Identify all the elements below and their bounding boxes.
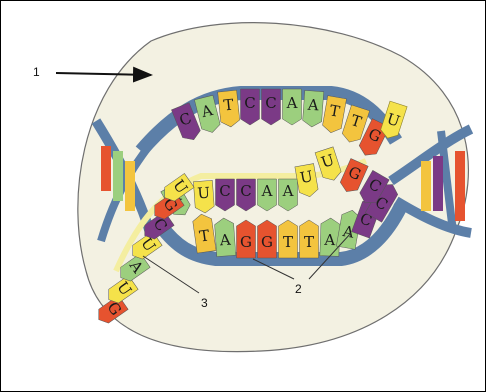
base-letter: A — [218, 231, 231, 250]
base-letter: U — [197, 184, 211, 203]
base-letter: A — [323, 231, 336, 249]
base-letter: T — [223, 96, 235, 115]
base-c: C — [237, 179, 256, 211]
base-a: A — [302, 90, 323, 127]
base-g: G — [258, 220, 277, 258]
base-letter: A — [306, 96, 319, 115]
base-letter: A — [261, 182, 273, 200]
base-letter: A — [282, 182, 294, 200]
base-a: A — [279, 179, 298, 211]
base-letter: G — [240, 233, 252, 251]
base-t: T — [218, 90, 241, 128]
base-a: A — [320, 218, 340, 257]
base-letter: G — [261, 233, 273, 251]
label-3: 3 — [201, 296, 208, 310]
base-c: C — [216, 179, 235, 211]
base-c: C — [262, 89, 281, 125]
base-a: A — [283, 89, 302, 125]
base-t: T — [279, 220, 298, 258]
base-letter: C — [219, 182, 230, 200]
base-g: G — [237, 220, 256, 258]
base-letter: C — [244, 94, 255, 112]
base-a: A — [214, 217, 236, 256]
base-letter: T — [304, 233, 314, 251]
base-letter: A — [286, 94, 298, 112]
base-t: T — [300, 220, 319, 258]
label-1: 1 — [33, 65, 40, 79]
base-a: A — [258, 179, 277, 211]
base-letter: C — [265, 94, 276, 112]
base-letter: C — [240, 182, 251, 200]
base-letter: T — [283, 233, 293, 251]
base-u: U — [193, 180, 214, 213]
label-2: 2 — [295, 282, 302, 296]
base-c: C — [241, 89, 260, 125]
